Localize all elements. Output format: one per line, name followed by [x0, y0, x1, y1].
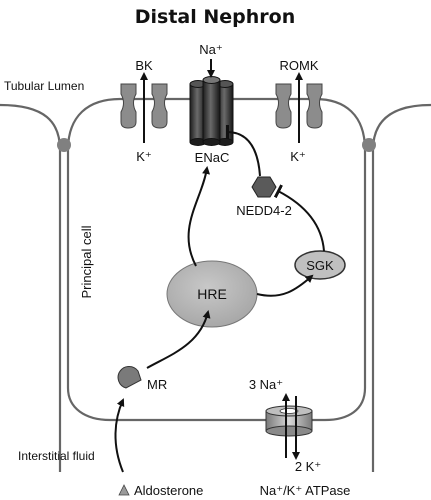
- sgk-inhibits-nedd4-2: [273, 184, 325, 252]
- tubular-lumen-label: Tubular Lumen: [4, 79, 84, 93]
- mr-receptor: [117, 365, 142, 389]
- nedd4-2-inhibits-enac: [225, 124, 261, 177]
- bk-ion-label: K⁺: [136, 149, 152, 164]
- hre-to-enac-arrow: [187, 166, 211, 267]
- aldosterone-label: Aldosterone: [134, 483, 203, 498]
- diagram-title: Distal Nephron: [135, 6, 296, 28]
- bk-channel: [120, 72, 168, 143]
- tight-junction-left: [57, 138, 71, 152]
- sgk-label: SGK: [306, 258, 334, 273]
- bk-label: BK: [135, 58, 153, 73]
- pump-name-label: Na⁺/K⁺ ATPase: [260, 483, 351, 498]
- enac-channel: [189, 59, 234, 146]
- pump-k-label: 2 K⁺: [295, 459, 321, 474]
- pathway-arrows: [114, 124, 325, 473]
- aldosterone-triangle: [118, 484, 130, 496]
- enac-ion-label: Na⁺: [199, 42, 222, 57]
- enac-label: ENaC: [195, 150, 230, 165]
- romk-ion-label: K⁺: [290, 149, 306, 164]
- hre-label: HRE: [197, 286, 227, 302]
- hre-to-sgk-arrow: [256, 274, 314, 297]
- interstitial-fluid-label: Interstitial fluid: [18, 449, 95, 463]
- sgk-ellipse: [294, 250, 346, 280]
- mr-label: MR: [147, 377, 167, 392]
- romk-channel: [275, 72, 323, 143]
- principal-cell-label: Principal cell: [79, 225, 94, 298]
- nedd4-2-hexagon: [251, 176, 277, 198]
- nedd4-2-label: NEDD4-2: [236, 203, 292, 218]
- mr-to-hre-arrow: [146, 310, 211, 369]
- romk-label: ROMK: [280, 58, 319, 73]
- aldosterone-to-mr-arrow: [114, 398, 125, 473]
- pump-na-label: 3 Na⁺: [249, 377, 283, 392]
- na-k-atpase-pump: [265, 393, 313, 460]
- tight-junction-right: [362, 138, 376, 152]
